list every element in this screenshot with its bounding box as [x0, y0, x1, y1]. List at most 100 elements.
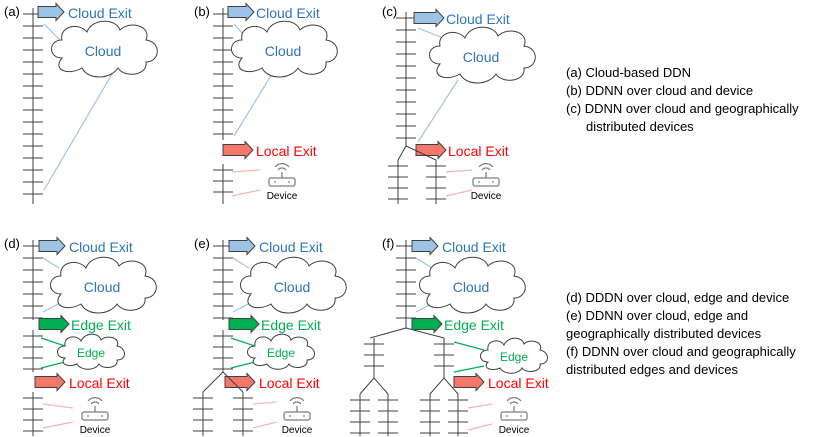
cloud-exit-arrow: [37, 2, 65, 22]
legend-item-f-cont: distributed edges and devices: [566, 362, 739, 377]
cloud-label: Cloud: [265, 43, 302, 59]
branch-line: [443, 377, 459, 395]
edge-exit-arrow: [38, 314, 70, 334]
local-exit-arrow: [453, 372, 485, 392]
device-label: Device: [282, 425, 313, 436]
panel-label: (b): [194, 4, 210, 19]
device-label: Device: [471, 191, 502, 202]
branch-line: [405, 145, 437, 161]
device-link: [467, 403, 493, 409]
legend-bottom: (d) DDDN over cloud, edge and device (e)…: [566, 289, 796, 379]
cloud-exit-arrow: [227, 2, 255, 22]
local-exit-arrow: [415, 140, 447, 160]
branch-line: [202, 371, 224, 393]
cloud-label: Cloud: [274, 279, 311, 295]
panel-label: (e): [194, 236, 210, 251]
device-label: Device: [267, 191, 298, 202]
cloud-link: [417, 79, 459, 143]
cloud-exit-label: Cloud Exit: [69, 239, 133, 255]
cloud-exit-arrow: [413, 8, 445, 28]
branch-line: [359, 377, 375, 395]
branch-line: [369, 327, 407, 339]
edge-label: Edge: [267, 346, 295, 360]
legend-item-d: (d) DDDN over cloud, edge and device: [566, 290, 790, 305]
edge-link: [40, 361, 66, 369]
cloud-link: [42, 257, 60, 269]
legend-item-a: (a) Cloud-based DDN: [566, 65, 691, 80]
router-icon: [268, 163, 296, 187]
cloud-label: Cloud: [84, 279, 121, 295]
edge-label: Edge: [77, 346, 105, 360]
device-label: Device: [499, 425, 530, 436]
edge-exit-label: Edge Exit: [444, 317, 504, 333]
router-icon: [283, 397, 311, 421]
local-exit-arrow: [222, 140, 254, 160]
device-label: Device: [80, 425, 111, 436]
device-link: [252, 401, 278, 405]
device-link: [231, 169, 261, 173]
legend-item-e-cont: geographically distributed devices: [566, 326, 762, 341]
legend-item-b: (b) DDNN over cloud and device: [566, 83, 754, 98]
device-link: [42, 421, 74, 429]
legend-item-c-cont: distributed devices: [586, 119, 694, 134]
cloud-exit-label: Cloud Exit: [446, 11, 510, 27]
cloud-label: Cloud: [463, 49, 500, 65]
cloud-link: [43, 73, 113, 191]
edge-link: [230, 361, 256, 369]
local-exit-label: Local Exit: [69, 375, 130, 391]
cloud-exit-label: Cloud Exit: [256, 5, 320, 21]
legend-item-e: (e) DDNN over cloud, edge and: [566, 308, 749, 323]
panel-label: (d): [4, 236, 20, 251]
edge-exit-arrow: [411, 314, 443, 334]
legend-item-f: (f) DDNN over cloud and geographically: [566, 344, 796, 359]
legend-top: (a) Cloud-based DDN (b) DDNN over cloud …: [566, 64, 799, 136]
cloud-exit-label: Cloud Exit: [442, 239, 506, 255]
branch-line: [222, 371, 244, 393]
branch-line: [397, 145, 407, 161]
cloud-exit-arrow: [228, 236, 256, 256]
cloud-label: Cloud: [85, 43, 122, 59]
device-link: [445, 169, 473, 173]
panel-label: (f): [382, 236, 394, 251]
device-link: [445, 189, 473, 197]
edge-link: [230, 337, 256, 347]
device-link: [467, 423, 493, 431]
cloud-label: Cloud: [453, 279, 490, 295]
router-icon: [81, 397, 109, 421]
local-exit-label: Local Exit: [259, 375, 320, 391]
panel-label: (a): [4, 4, 20, 19]
local-exit-label: Local Exit: [448, 143, 509, 159]
branch-line: [405, 327, 445, 339]
router-icon: [500, 397, 528, 421]
edge-link: [453, 341, 485, 351]
local-exit-arrow: [34, 372, 66, 392]
device-link: [252, 421, 278, 429]
edge-exit-label: Edge Exit: [261, 317, 321, 333]
edge-link: [40, 337, 66, 347]
cloud-link: [43, 23, 61, 41]
device-link: [231, 189, 261, 197]
device-link: [42, 403, 74, 409]
edge-link: [453, 365, 485, 373]
cloud-exit-arrow: [38, 236, 66, 256]
local-exit-label: Local Exit: [256, 143, 317, 159]
cloud-link: [232, 257, 250, 269]
cloud-exit-arrow: [411, 236, 439, 256]
edge-label: Edge: [500, 350, 528, 364]
legend-item-c: (c) DDNN over cloud and geographically: [566, 101, 799, 116]
cloud-exit-label: Cloud Exit: [68, 5, 132, 21]
edge-exit-arrow: [228, 314, 260, 334]
router-icon: [472, 163, 500, 187]
cloud-link: [233, 73, 273, 137]
panel-label: (c): [382, 4, 397, 19]
local-exit-label: Local Exit: [488, 375, 549, 391]
branch-line: [429, 377, 445, 395]
cloud-link: [415, 257, 433, 269]
